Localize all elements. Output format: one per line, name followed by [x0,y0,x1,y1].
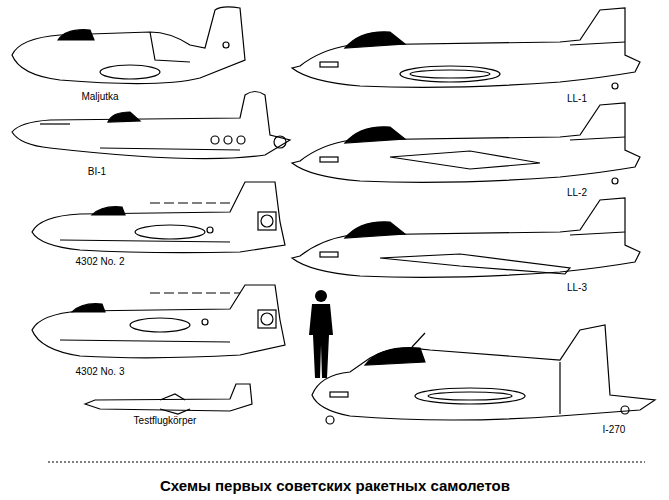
4302-no3-drawing [32,285,285,358]
4302-no2-label: 4302 No. 2 [76,256,125,268]
4302-no2-drawing [32,182,285,253]
figure-caption: Схемы первых советских ракетных самолето… [160,477,510,495]
ll2-label: LL-2 [567,187,587,199]
ll2-drawing [292,103,640,184]
testflugkoerper-label: Testflugkörper [134,415,197,427]
4302-no3-label: 4302 No. 3 [76,366,125,378]
i270-drawing [312,325,655,424]
ll3-drawing [292,198,640,277]
maljutka-label: Maljutka [81,91,118,103]
bi1-drawing [12,92,290,159]
maljutka-drawing [12,7,245,84]
bi1-label: BI-1 [88,166,106,178]
ll1-label: LL-1 [567,93,587,105]
testflugkoerper-drawing [85,384,252,414]
dotted-rule [48,461,645,462]
ll3-label: LL-3 [567,282,587,294]
i270-label: I-270 [603,424,626,436]
ll1-drawing [292,8,640,89]
person-silhouette [309,290,333,378]
